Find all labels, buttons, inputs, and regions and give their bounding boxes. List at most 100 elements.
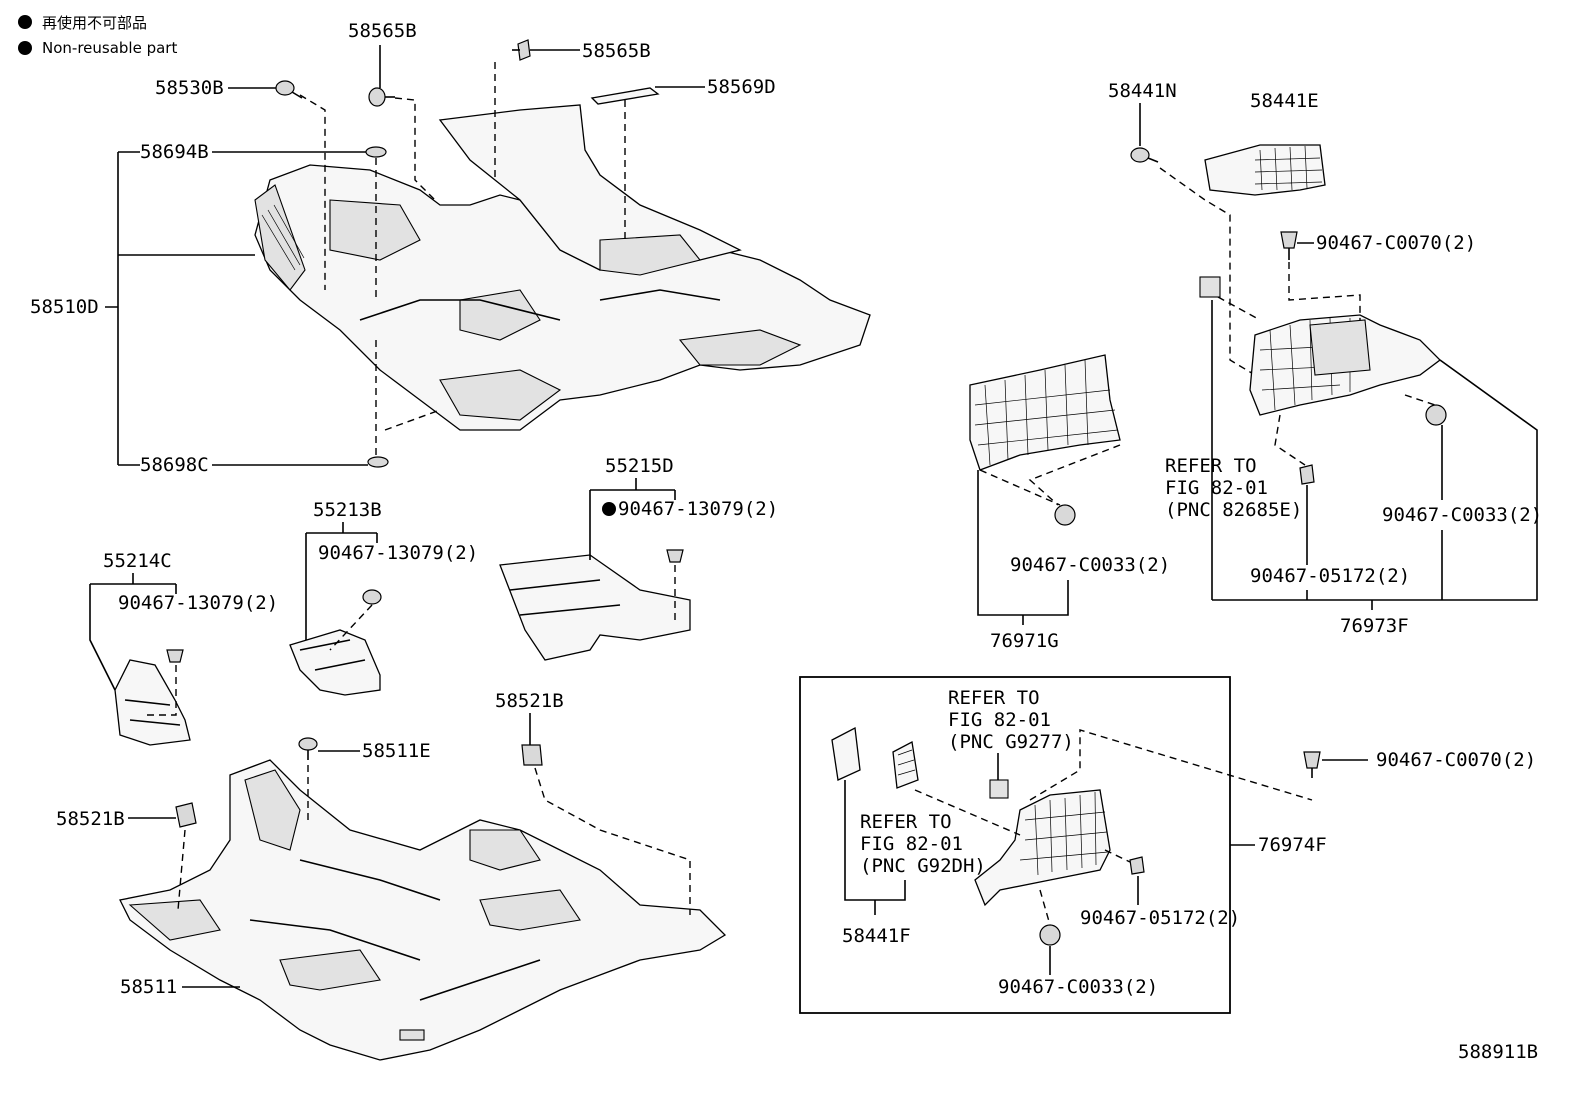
non-reusable-bullet-icon xyxy=(602,502,616,516)
part-label-58441E: 58441E xyxy=(1250,90,1319,112)
pad-58441F-a-icon xyxy=(831,726,861,781)
part-label-58569D: 58569D xyxy=(707,76,776,98)
leader-line xyxy=(1029,729,1313,801)
part-label-90467-13079: 90467-13079(2) xyxy=(618,498,778,520)
silencer-pad-55213B xyxy=(289,629,381,696)
part-label-90467-C0070: 90467-C0070(2) xyxy=(1316,232,1476,254)
part-label-76971G: 76971G xyxy=(990,630,1059,652)
leader-line xyxy=(1104,849,1131,863)
part-label-90467-05172: 90467-05172(2) xyxy=(1250,565,1410,587)
clip-58565B-a-icon xyxy=(368,87,395,107)
non-reusable-bullet-icon xyxy=(18,41,32,55)
clip-90467-13079-icon xyxy=(666,549,684,563)
bracket-line xyxy=(977,470,1069,625)
clip-58511E-icon xyxy=(298,737,318,760)
leader-line xyxy=(1288,262,1361,320)
refer-square-icon xyxy=(989,779,1009,799)
refer-note-line: REFER TO xyxy=(860,811,952,833)
floor-carpet-rear-58511 xyxy=(119,759,727,1061)
cover-58441E xyxy=(1204,144,1326,196)
refer-note-82685E: REFER TO FIG 82-01 (PNC 82685E) xyxy=(1165,455,1302,521)
part-label-90467-C0033: 90467-C0033(2) xyxy=(998,976,1158,998)
part-label-58565B: 58565B xyxy=(348,20,417,42)
part-label-90467-C0033: 90467-C0033(2) xyxy=(1382,504,1542,526)
legend-english-text: Non-reusable part xyxy=(42,39,177,57)
part-label-90467-05172: 90467-05172(2) xyxy=(1080,907,1240,929)
leader-line xyxy=(384,409,441,431)
clip-90467-05172-icon xyxy=(1129,856,1145,875)
refer-note-G92DH: REFER TO FIG 82-01 (PNC G92DH) xyxy=(860,811,986,877)
leader-line xyxy=(394,97,436,201)
part-label-58521B: 58521B xyxy=(495,690,564,712)
part-label-90467-13079: 90467-13079(2) xyxy=(118,592,278,614)
grommet-58694B-icon xyxy=(365,146,387,158)
bracket-line xyxy=(305,522,378,640)
clip-90467-C0033-icon xyxy=(1054,504,1076,526)
part-label-76973F: 76973F xyxy=(1340,615,1409,637)
part-label-58511: 58511 xyxy=(120,976,177,998)
leader-line xyxy=(1404,394,1436,406)
part-label-76974F: 76974F xyxy=(1258,834,1327,856)
refer-note-line: (PNC G9277) xyxy=(948,731,1074,753)
leader-line xyxy=(177,829,186,911)
part-label-58694B: 58694B xyxy=(140,141,209,163)
part-label-58511E: 58511E xyxy=(362,740,431,762)
clip-58565B-b-icon xyxy=(512,39,531,61)
refer-note-line: FIG 82-01 xyxy=(948,709,1051,731)
part-label-55215D: 55215D xyxy=(605,455,674,477)
refer-square-icon xyxy=(1199,276,1221,298)
part-label-58441N: 58441N xyxy=(1108,80,1177,102)
clip-90467-05172-icon xyxy=(1299,464,1315,485)
leader-line xyxy=(145,665,177,716)
part-label-90467-C0070: 90467-C0070(2) xyxy=(1376,749,1536,771)
refer-note-line: FIG 82-01 xyxy=(1165,477,1268,499)
leader-line xyxy=(1159,167,1256,376)
clip-90467-C0033-icon xyxy=(1039,924,1061,946)
part-label-55213B: 55213B xyxy=(313,499,382,521)
clip-90467-C0070-icon xyxy=(1280,231,1298,260)
leader-line xyxy=(1217,296,1261,321)
part-label-58565B: 58565B xyxy=(582,40,651,62)
refer-note-line: REFER TO xyxy=(1165,455,1257,477)
clip-90467-C0070-icon xyxy=(1303,751,1321,778)
refer-note-line: (PNC G92DH) xyxy=(860,855,986,877)
clip-90467-C0033-icon xyxy=(1425,404,1447,426)
clip-58521B-a-icon xyxy=(521,744,543,766)
part-label-90467-C0033: 90467-C0033(2) xyxy=(1010,554,1170,576)
legend-japanese-text: 再使用不可部品 xyxy=(42,14,147,32)
leader-line xyxy=(1039,889,1051,926)
legend: 再使用不可部品 Non-reusable part xyxy=(18,14,177,57)
bracket-line xyxy=(89,573,177,691)
bracket-line xyxy=(589,478,676,560)
strip-58569D-icon xyxy=(590,87,660,105)
bracket-line xyxy=(105,151,255,466)
part-label-58521B: 58521B xyxy=(56,808,125,830)
grommet-58698C-icon xyxy=(367,456,389,468)
trim-panel-76973F xyxy=(1249,314,1441,416)
clip-90467-13079-icon xyxy=(166,649,184,663)
silencer-pad-55214C xyxy=(114,659,191,746)
non-reusable-bullet-icon xyxy=(18,15,32,29)
silencer-pad-55215D xyxy=(499,554,691,661)
refer-note-G9277: REFER TO FIG 82-01 (PNC G9277) xyxy=(948,687,1074,753)
leader-line xyxy=(534,767,691,915)
bracket-line xyxy=(1211,300,1538,610)
part-label-58698C: 58698C xyxy=(140,454,209,476)
clip-58441N-icon xyxy=(1130,147,1159,163)
clip-90467-13079-icon xyxy=(362,589,382,605)
leader-line xyxy=(1274,414,1306,466)
part-label-55214C: 55214C xyxy=(103,550,172,572)
part-label-90467-13079: 90467-13079(2) xyxy=(318,542,478,564)
floor-carpet-front-58510D xyxy=(254,104,871,431)
part-label-58441F: 58441F xyxy=(842,925,911,947)
part-label-58510D: 58510D xyxy=(30,296,99,318)
bracket-line xyxy=(844,780,906,915)
diagram-id: 588911B xyxy=(1458,1041,1538,1063)
trim-panel-76971G xyxy=(969,354,1121,471)
refer-note-line: REFER TO xyxy=(948,687,1040,709)
refer-note-line: FIG 82-01 xyxy=(860,833,963,855)
clip-58530B-icon xyxy=(275,80,303,99)
clip-58521B-b-icon xyxy=(175,802,197,828)
pad-58441F-b-icon xyxy=(892,741,919,789)
